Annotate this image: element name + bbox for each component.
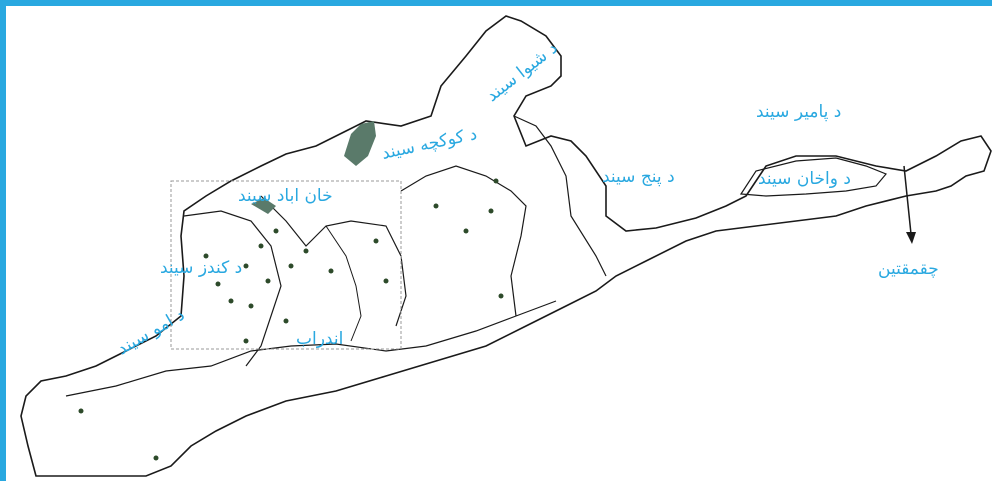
arrow-line: [903, 165, 912, 235]
arrow-head: [906, 232, 916, 244]
subbasin-amu: [65, 300, 557, 397]
basin-outline: [20, 15, 992, 477]
label-chaqmaqtin: چقمقتین: [878, 259, 939, 279]
label-andarab: اندراب: [296, 329, 344, 349]
label-pamir-river: د پامیر سیند: [756, 102, 842, 122]
lake-patch: [344, 121, 376, 166]
label-kunduz-river: د کندز سیند: [160, 258, 243, 278]
kokcha-divide: [400, 165, 527, 317]
label-panj-river: د پنج سیند: [602, 167, 675, 187]
lake-patch-small: [251, 198, 276, 214]
panj-divide: [513, 115, 607, 277]
label-wakhan-river: د واخان سیند: [758, 169, 851, 189]
station-points: [78, 178, 504, 461]
subbasin-kunduz: [183, 210, 282, 367]
river-basin-map: [20, 15, 992, 477]
subbasin-andarab: [325, 225, 362, 342]
subbasin-khanabad: [260, 195, 407, 327]
label-khanabad-river: خان اباد سیند: [238, 186, 333, 206]
wakhan-basin: [739, 157, 887, 197]
study-area-box: [170, 180, 402, 350]
